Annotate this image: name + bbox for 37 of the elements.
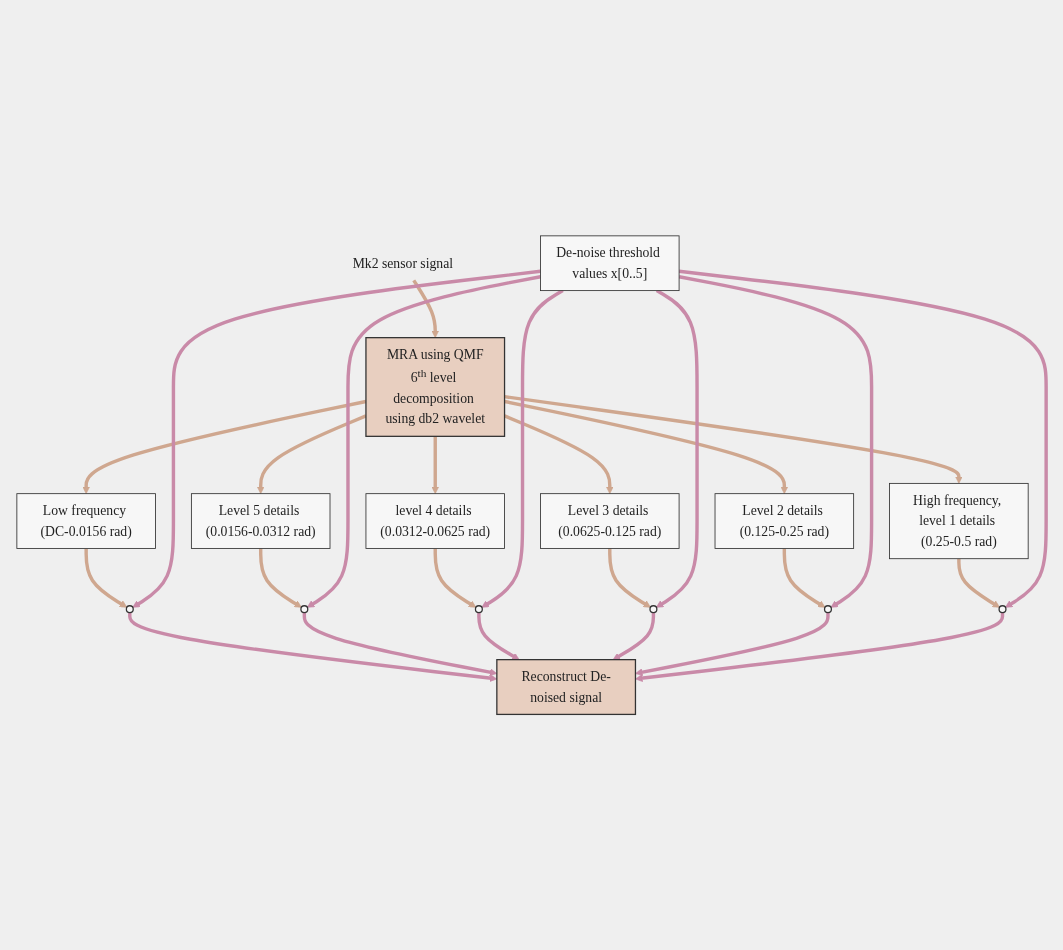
- node-box: [16, 493, 156, 549]
- node-box: [540, 493, 680, 549]
- node-box: [714, 493, 855, 549]
- arrow: [306, 274, 541, 608]
- arrow: [782, 548, 826, 608]
- node-box: [365, 493, 505, 549]
- arrow: [433, 548, 477, 608]
- node-circle: [474, 605, 483, 614]
- arrow: [608, 548, 651, 608]
- arrow: [678, 269, 1048, 608]
- node-box: [190, 493, 331, 549]
- arrow: [678, 274, 874, 608]
- node-circle: [125, 605, 134, 614]
- node-box: [540, 235, 680, 291]
- arrow: [84, 548, 128, 608]
- arrow: [655, 289, 699, 608]
- node-text: Mk2 sensor signal: [352, 255, 454, 270]
- node-box: [365, 336, 506, 437]
- node-circle: [823, 605, 833, 614]
- arrow: [957, 558, 1000, 608]
- node-circle: [300, 605, 309, 614]
- arrow: [412, 279, 439, 338]
- node-circle: [649, 605, 658, 614]
- arrow: [635, 612, 1005, 682]
- arrow: [635, 612, 830, 676]
- arrow: [259, 548, 302, 608]
- flowchart-diagram: Mk2 sensor signal MRA using QMF 6$^{th}$ level decomposition using db2 wavelet De-noise threshold values x[0..5] High frequency, level 1 details (0.25-0.5 rad) Level 2 details (0.125-0.25 rad) Level 3 details (0.0625-0.125 rad) level 4 details (0.0312-0.0625 rad) Level 5 details (0.0156-0.0312 rad) Low frequency (DC-0.0156 rad) Reconstruct De-noised signal: [10, 228, 1053, 722]
- arrow: [504, 399, 789, 494]
- arrow: [132, 269, 541, 608]
- node-box: [889, 482, 1029, 559]
- node-circle: [998, 605, 1007, 614]
- node-box: [496, 658, 637, 715]
- arrow: [477, 612, 520, 660]
- arrow: [481, 289, 564, 608]
- arrow: [431, 436, 439, 494]
- arrow: [504, 394, 963, 484]
- arrow: [612, 612, 656, 660]
